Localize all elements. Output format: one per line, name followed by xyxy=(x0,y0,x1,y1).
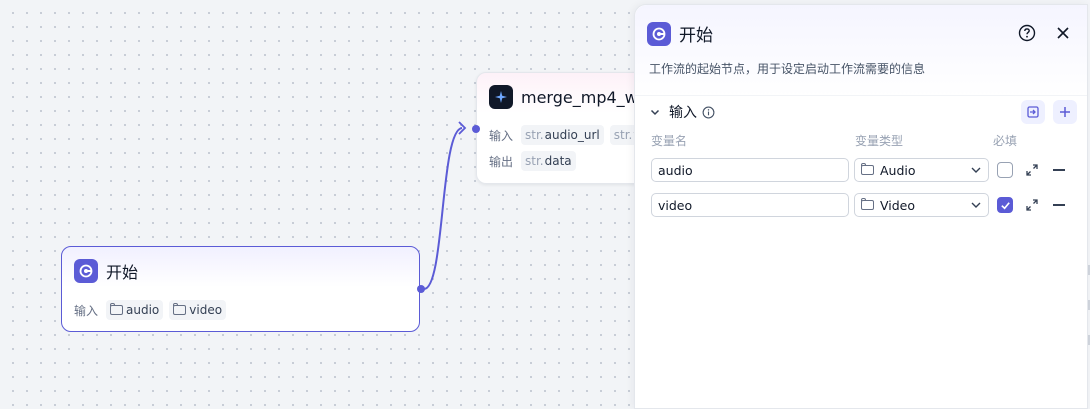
panel-header: 开始 xyxy=(647,21,713,46)
folder-icon xyxy=(173,303,187,315)
help-button[interactable] xyxy=(1017,23,1037,43)
output-tag-data: str. data xyxy=(521,151,576,171)
input-tag-audio-url: str. audio_url xyxy=(521,125,604,145)
column-header-name: 变量名 xyxy=(651,134,688,148)
input-tag-label: audio_url xyxy=(544,128,600,142)
merge-node-outputs: 输出 str. data xyxy=(489,151,582,171)
merge-node-inputs: 输入 str. audio_url str. vid xyxy=(489,125,661,145)
panel-header-bg xyxy=(635,5,1087,97)
variable-type-select[interactable]: Audio xyxy=(854,158,989,182)
input-section-title: 输入 xyxy=(669,105,697,121)
output-label: 输出 xyxy=(489,154,514,169)
panel-title: 开始 xyxy=(679,26,713,46)
input-tag-label: audio xyxy=(126,303,160,317)
variable-row: audio Audio xyxy=(635,158,1087,184)
variable-name-input[interactable]: video xyxy=(651,193,849,217)
panel-description: 工作流的起始节点，用于设定启动工作流需要的信息 xyxy=(649,62,926,76)
start-icon xyxy=(74,259,98,283)
input-label: 输入 xyxy=(74,303,99,318)
input-section-header[interactable]: 输入 xyxy=(649,102,715,122)
type-prefix: str. xyxy=(525,128,544,142)
chevron-down-icon[interactable] xyxy=(649,106,661,118)
help-icon xyxy=(1018,24,1036,42)
add-variable-button[interactable] xyxy=(1053,100,1077,124)
merge-node[interactable]: merge_mp4_wa 输入 str. audio_url str. vid … xyxy=(472,72,656,184)
close-icon xyxy=(1057,27,1069,39)
type-prefix: str. xyxy=(525,154,544,168)
node-config-panel: 开始 工作流的起始节点，用于设定启动工作流需要的信息 输入 xyxy=(634,4,1088,409)
expand-icon[interactable] xyxy=(1025,198,1039,212)
edge-marker xyxy=(1087,265,1090,275)
edge-marker xyxy=(1087,300,1090,310)
plus-icon xyxy=(1060,107,1070,117)
start-node-header: 开始 xyxy=(74,259,138,283)
import-button[interactable] xyxy=(1021,100,1045,124)
variable-type-label: Video xyxy=(880,197,916,213)
variable-type-label: Audio xyxy=(880,162,916,178)
import-icon xyxy=(1027,106,1039,118)
chevron-down-icon xyxy=(971,167,981,173)
start-node-title: 开始 xyxy=(106,263,139,282)
folder-icon xyxy=(861,198,874,210)
variable-name-input[interactable]: audio xyxy=(651,158,849,182)
variable-type-select[interactable]: Video xyxy=(854,193,989,217)
start-node-output-handle[interactable] xyxy=(417,285,425,293)
start-node-inputs: 输入 audio video xyxy=(74,300,232,320)
input-tag-label: video xyxy=(189,303,223,317)
expand-icon[interactable] xyxy=(1025,163,1039,177)
check-icon xyxy=(1000,201,1010,209)
output-tag-label: data xyxy=(544,154,572,168)
folder-icon xyxy=(861,163,874,175)
column-header-required: 必填 xyxy=(993,134,1018,148)
input-label: 输入 xyxy=(489,128,514,143)
start-node[interactable]: 开始 输入 audio video xyxy=(61,246,425,332)
remove-variable-button[interactable] xyxy=(1053,169,1065,171)
panel-divider xyxy=(635,95,1087,96)
input-tag-video: video xyxy=(169,300,227,320)
start-icon xyxy=(647,21,671,46)
chevron-down-icon xyxy=(971,202,981,208)
info-icon[interactable] xyxy=(702,106,715,119)
folder-icon xyxy=(110,303,124,315)
required-checkbox[interactable] xyxy=(997,162,1013,178)
close-button[interactable] xyxy=(1053,23,1073,43)
merge-node-input-handle[interactable] xyxy=(472,125,480,133)
type-prefix: str. xyxy=(613,128,633,142)
sparkle-icon xyxy=(489,85,513,109)
required-checkbox[interactable] xyxy=(997,197,1013,213)
merge-node-header: merge_mp4_wa xyxy=(489,85,648,109)
edge-marker xyxy=(1087,335,1090,345)
remove-variable-button[interactable] xyxy=(1053,204,1065,206)
variable-row: video Video xyxy=(635,193,1087,219)
column-header-type: 变量类型 xyxy=(855,134,904,148)
merge-node-title: merge_mp4_wa xyxy=(521,87,648,107)
input-tag-audio: audio xyxy=(106,300,164,320)
